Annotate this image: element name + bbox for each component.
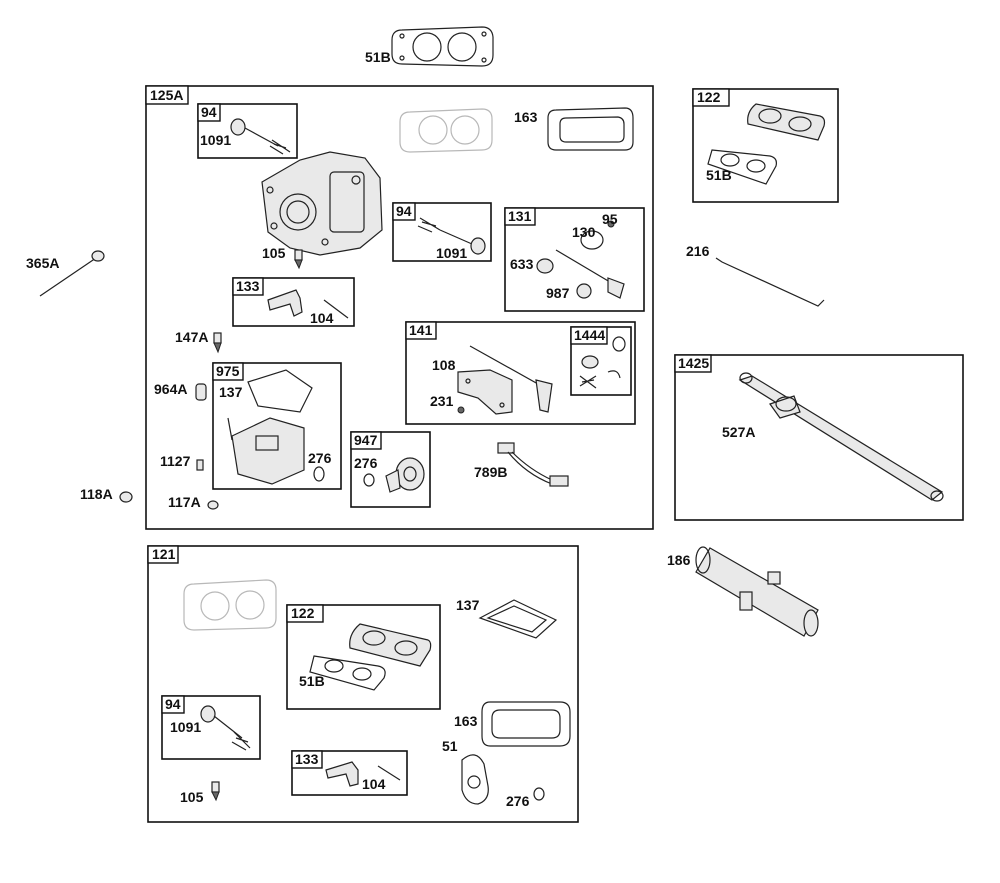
label-108: 108	[432, 357, 456, 373]
gasket-163-b	[481, 701, 571, 747]
label-105-a: 105	[262, 245, 286, 261]
group-133-a-box	[232, 277, 355, 327]
label-51b-b: 51B	[706, 167, 732, 183]
label-104-a: 104	[310, 310, 334, 326]
label-1127: 1127	[160, 453, 191, 469]
label-130: 130	[572, 224, 596, 240]
group-94-a-tag: 94	[201, 104, 217, 120]
group-131-tag: 131	[508, 208, 532, 224]
jet-105-a	[294, 249, 303, 270]
label-1091-a: 1091	[200, 132, 231, 148]
seal-276-a	[313, 466, 325, 482]
group-141-box	[405, 321, 636, 425]
group-122-b-box	[286, 604, 441, 710]
carburetor-body	[261, 151, 383, 256]
label-137-a: 137	[219, 384, 243, 400]
group-1425-box	[674, 354, 964, 521]
group-947-tag: 947	[354, 432, 378, 448]
label-216: 216	[686, 243, 710, 259]
label-1091-c: 1091	[170, 719, 201, 735]
label-118a: 118A	[80, 486, 113, 502]
gasket-163-a	[547, 107, 634, 151]
gasket-51	[461, 754, 489, 805]
group-1425-tag: 1425	[678, 355, 709, 371]
label-1091-b: 1091	[436, 245, 467, 261]
gasket-kit-122a	[707, 103, 826, 185]
gasket-ghost-121	[183, 579, 277, 631]
needle-valve-94b	[417, 217, 486, 255]
group-121-tag: 121	[152, 546, 176, 562]
plug-964a	[195, 383, 207, 401]
group-125a-box	[145, 85, 654, 530]
link-rod-216	[715, 257, 825, 307]
group-125a-tag: 125A	[150, 87, 183, 103]
label-105-b: 105	[180, 789, 204, 805]
gasket-137-b	[478, 599, 558, 639]
needle-valve-94a	[230, 118, 291, 155]
group-94-a-box	[197, 103, 298, 159]
group-133-b-tag: 133	[295, 751, 319, 767]
label-964a: 964A	[154, 381, 187, 397]
gasket-kit-122b	[309, 623, 432, 691]
group-122-b-tag: 122	[291, 605, 315, 621]
throttle-shaft-131	[536, 220, 625, 299]
fitting-117a	[207, 500, 219, 510]
label-789b: 789B	[474, 464, 507, 480]
solenoid-947	[363, 457, 425, 493]
label-365a: 365A	[26, 255, 59, 271]
screw-147a	[213, 332, 222, 354]
choke-lever-133b	[325, 761, 401, 787]
label-276-b: 276	[354, 455, 378, 471]
group-94-b-tag: 94	[396, 203, 412, 219]
group-122-a-box	[692, 88, 839, 203]
label-527a: 527A	[722, 424, 755, 440]
label-104-b: 104	[362, 776, 386, 792]
screw-1127	[196, 459, 204, 471]
label-186: 186	[667, 552, 691, 568]
label-51b-top: 51B	[365, 49, 391, 65]
group-1444-tag: 1444	[574, 327, 605, 343]
choke-lever-133a	[267, 289, 349, 319]
label-163-a: 163	[514, 109, 538, 125]
label-163-b: 163	[454, 713, 478, 729]
group-121-box	[147, 545, 579, 823]
label-276-c: 276	[506, 793, 530, 809]
gasket-51b-top	[391, 26, 494, 67]
gasket-ghost-125a	[399, 108, 493, 153]
seal-276-c	[533, 787, 545, 801]
label-117a: 117A	[168, 494, 201, 510]
group-975-tag: 975	[216, 363, 240, 379]
group-94-c-tag: 94	[165, 696, 181, 712]
group-94-c-box	[161, 695, 261, 760]
needle-valve-94c	[200, 705, 251, 751]
group-122-a-tag: 122	[697, 89, 721, 105]
group-975-box	[212, 362, 342, 490]
label-51: 51	[442, 738, 458, 754]
label-95: 95	[602, 211, 618, 227]
fuel-tube-527a	[738, 372, 944, 502]
label-137-b: 137	[456, 597, 480, 613]
group-141-tag: 141	[409, 322, 433, 338]
group-131-box	[504, 207, 645, 312]
tube-186	[695, 546, 819, 637]
jet-105-b	[211, 781, 220, 802]
label-633: 633	[510, 256, 534, 272]
group-94-b-box	[392, 202, 492, 262]
label-231: 231	[430, 393, 454, 409]
float-bowl-975	[227, 369, 313, 485]
seal-kit-1444	[579, 336, 626, 389]
group-133-b-box	[291, 750, 408, 796]
group-133-a-tag: 133	[236, 278, 260, 294]
label-51b-c: 51B	[299, 673, 325, 689]
label-987: 987	[546, 285, 570, 301]
governor-shaft-141	[457, 345, 553, 415]
wire-harness-789b	[497, 442, 569, 487]
group-947-box	[350, 431, 431, 508]
label-147a: 147A	[175, 329, 208, 345]
bolt-365a	[39, 250, 105, 297]
fitting-118a	[119, 491, 133, 503]
label-276-a: 276	[308, 450, 332, 466]
